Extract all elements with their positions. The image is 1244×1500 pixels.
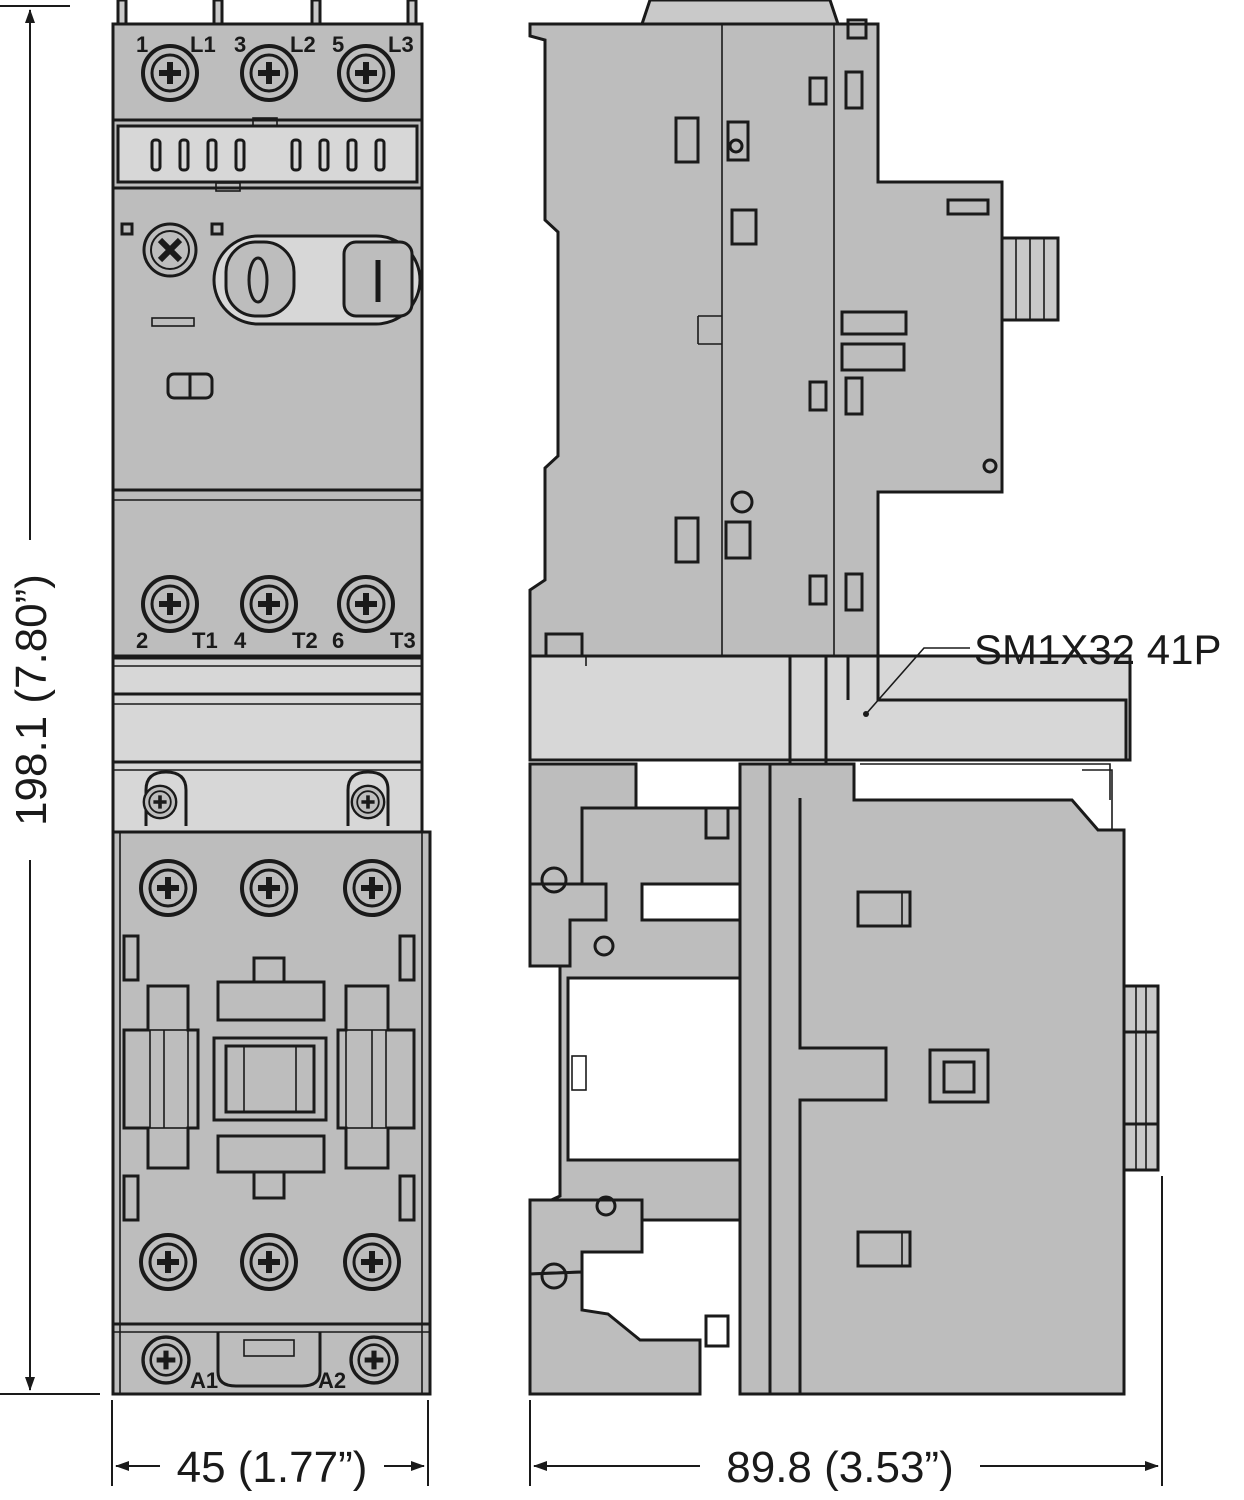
terminal-label: L1	[190, 32, 216, 57]
coil-terminal-label: A2	[318, 1368, 346, 1393]
coil-terminal-label: A1	[190, 1368, 218, 1393]
screw-terminal-icon	[349, 1335, 399, 1385]
screw-terminal-icon	[337, 44, 395, 102]
screw-terminal-icon	[240, 44, 298, 102]
terminal-label: 3	[234, 32, 246, 57]
terminal-label: 2	[136, 628, 148, 653]
terminal-label: L2	[290, 32, 316, 57]
screw-terminal-icon	[141, 1335, 191, 1385]
screw-terminal-icon	[240, 1233, 298, 1291]
side-view: SM1X32 41P	[528, 0, 1222, 1396]
height-dimension: 198.1 (7.80”)	[0, 5, 100, 1395]
off-button	[224, 240, 296, 318]
screw-terminal-icon	[343, 859, 401, 917]
screw-terminal-icon	[139, 859, 197, 917]
front-width-label: 45 (1.77”)	[177, 1443, 368, 1492]
adjust-dial-icon	[142, 222, 198, 278]
din-rail-clip	[1122, 984, 1160, 1172]
front-view: 1 L1 3 L2 5 L3 2 T1 4 T2 6 T3	[111, 0, 432, 1396]
screw-terminal-icon	[240, 859, 298, 917]
screw-terminal-icon	[141, 44, 199, 102]
side-depth-dimension: 89.8 (3.53”)	[529, 1176, 1163, 1492]
screw-terminal-icon	[141, 575, 199, 633]
terminal-label: T2	[292, 628, 318, 653]
terminal-label: L3	[388, 32, 414, 57]
screw-terminal-icon	[240, 575, 298, 633]
part-callout: SM1X32 41P	[974, 626, 1222, 673]
terminal-label: T3	[390, 628, 416, 653]
screw-terminal-icon	[343, 1233, 401, 1291]
screw-terminal-icon	[142, 784, 178, 820]
front-width-dimension: 45 (1.77”)	[111, 1400, 429, 1492]
screw-terminal-icon	[350, 784, 386, 820]
terminal-cover	[116, 124, 419, 184]
callout-leader	[865, 647, 970, 715]
terminal-label: 1	[136, 32, 148, 57]
screw-terminal-icon	[139, 1233, 197, 1291]
screw-terminal-icon	[337, 575, 395, 633]
terminal-label: T1	[192, 628, 218, 653]
side-depth-label: 89.8 (3.53”)	[726, 1443, 953, 1492]
height-label: 198.1 (7.80”)	[7, 574, 56, 826]
terminal-label: 5	[332, 32, 344, 57]
top-pins	[116, 0, 418, 26]
terminal-label: 4	[234, 628, 247, 653]
link-module-side	[528, 654, 1132, 762]
terminal-label: 6	[332, 628, 344, 653]
breaker-side-body	[528, 22, 1004, 658]
